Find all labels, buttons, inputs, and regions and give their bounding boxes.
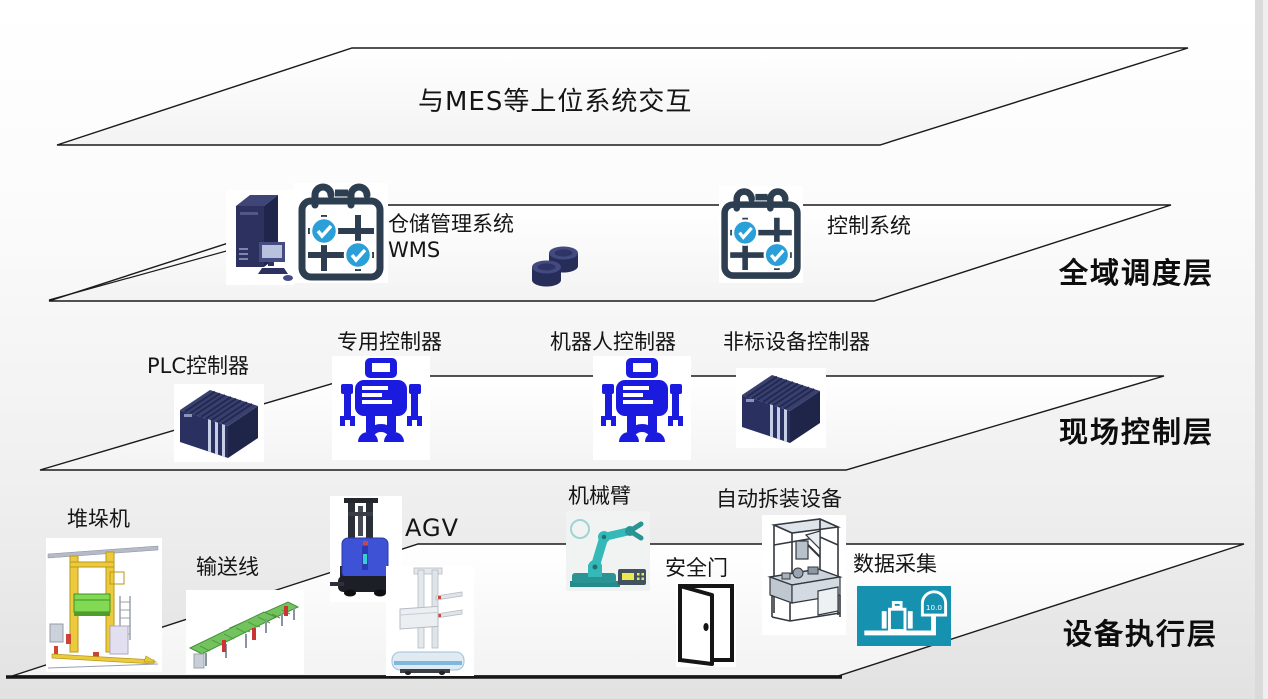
scale-reading: 10.0 (926, 603, 943, 612)
conveyor-line-image (186, 590, 304, 674)
database-icon (528, 241, 582, 293)
data-collection-label: 数据采集 (853, 552, 937, 576)
robot-icon (332, 356, 430, 460)
wms-label: 仓储管理系统 WMS (388, 211, 514, 264)
disassembly-label: 自动拆装设备 (716, 487, 842, 511)
robot-arm-label: 机械臂 (568, 484, 631, 508)
weighing-scale-icon: 10.0 (857, 586, 951, 646)
right-edge-strip (1255, 0, 1263, 699)
scheduling-layer-name: 全域调度层 (1059, 256, 1215, 290)
stacker-label: 堆垛机 (67, 507, 130, 531)
execution-layer-name: 设备执行层 (1063, 617, 1219, 651)
plc-rack-icon (174, 384, 264, 462)
plc-controller-label: PLC控制器 (147, 354, 250, 378)
nonstandard-controller-label: 非标设备控制器 (723, 330, 870, 354)
schedule-calendar-icon (294, 183, 388, 283)
robot-icon (593, 356, 691, 460)
disassembly-machine-image (762, 515, 846, 635)
right-edge-margin (1263, 0, 1268, 699)
dedicated-controller-label: 专用控制器 (337, 330, 442, 354)
shuttle-robot-image (386, 566, 474, 676)
top-layer-title: 与MES等上位系统交互 (418, 87, 693, 117)
robot-arm-icon (566, 511, 650, 591)
agv-label: AGV (405, 514, 460, 542)
robot-controller-label: 机器人控制器 (550, 330, 676, 354)
wms-label-line1: 仓储管理系统 (388, 212, 514, 236)
safety-door-icon (676, 583, 736, 667)
conveyor-label: 输送线 (196, 555, 259, 579)
wms-label-line2: WMS (388, 238, 441, 263)
field-control-layer-name: 现场控制层 (1059, 415, 1215, 449)
stacker-crane-image (46, 538, 162, 672)
plane-top-interaction (56, 47, 1189, 146)
plc-rack-icon (736, 368, 826, 448)
schedule-calendar-icon (719, 186, 803, 283)
safety-door-label: 安全门 (665, 556, 728, 580)
pc-tower-icon (226, 190, 294, 285)
control-system-label: 控制系统 (827, 214, 911, 238)
